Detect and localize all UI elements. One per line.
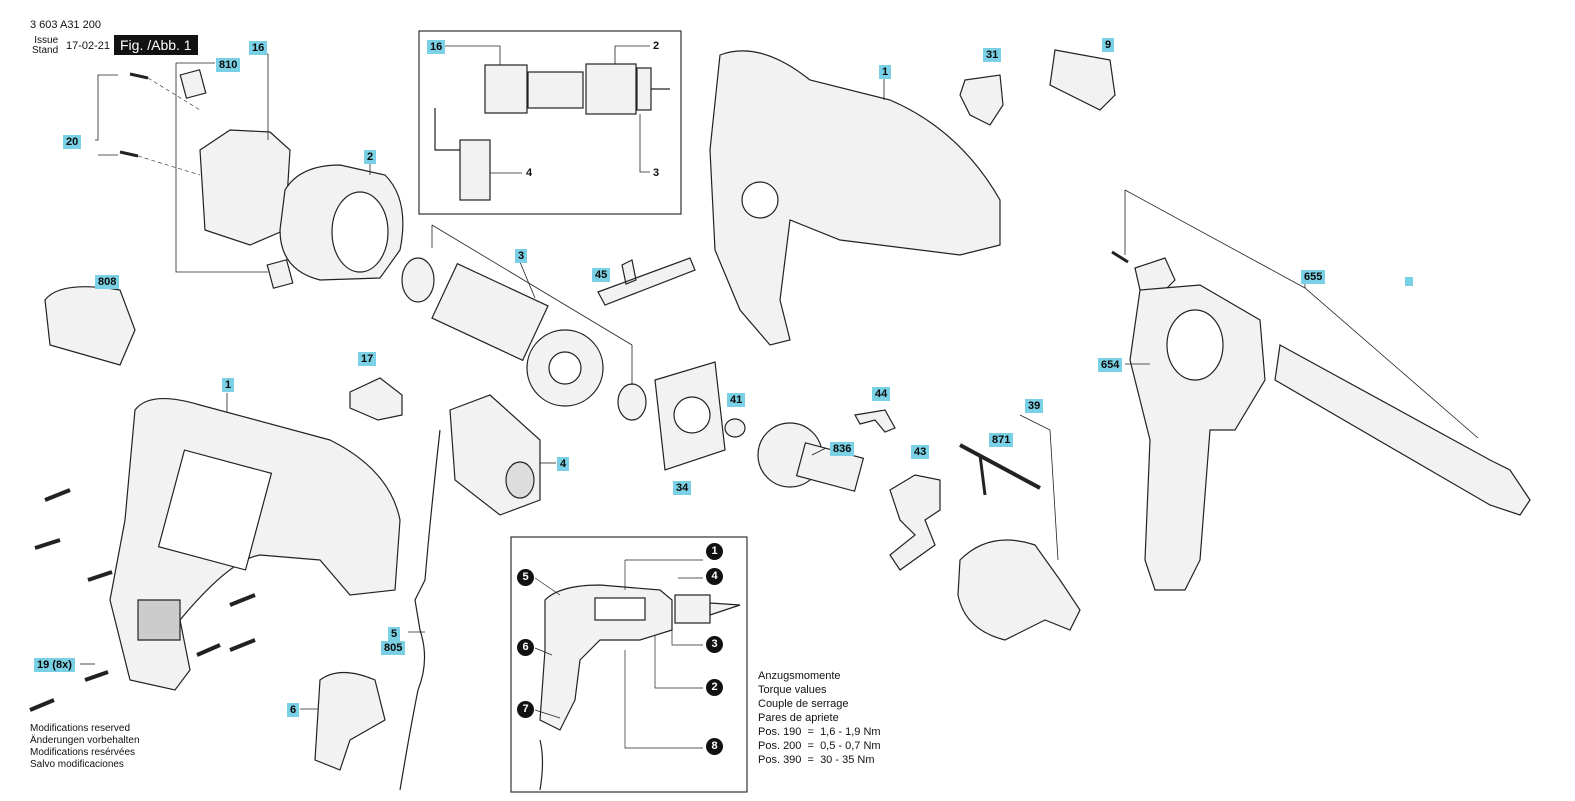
callout-31: 31 <box>983 48 1002 62</box>
gear-836 <box>757 422 865 492</box>
callout-16: 16 <box>249 41 268 55</box>
note-fr: Modifications resérvées <box>30 747 136 758</box>
legend-drill-illustration <box>534 559 741 791</box>
chuck-key-871 <box>959 443 1041 496</box>
highlight-marker <box>1405 277 1413 286</box>
note-es: Salvo modificaciones <box>30 759 124 770</box>
inset-callout-4: 4 <box>526 167 533 179</box>
callout-41: 41 <box>727 393 746 407</box>
part-17 <box>349 377 403 421</box>
callout-871: 871 <box>989 433 1014 447</box>
callout-5: 5 <box>388 627 401 641</box>
inset-callout-16: 16 <box>427 40 446 54</box>
callout-808: 808 <box>95 275 120 289</box>
callout-44: 44 <box>872 387 891 401</box>
note-en: Modifications reserved <box>30 723 131 734</box>
housing-left-part <box>109 393 401 691</box>
callout-34: 34 <box>673 481 692 495</box>
screws-19 <box>29 488 256 712</box>
torque-heading-de: Anzugsmomente <box>758 670 841 682</box>
note-de: Änderungen vorbehalten <box>30 735 140 746</box>
motor-inset-frame <box>418 30 682 215</box>
pad-808 <box>44 286 136 366</box>
callout-19: 19 (8x) <box>34 658 75 672</box>
callout-1-right: 1 <box>879 65 892 79</box>
clip-45 <box>597 257 696 306</box>
callout-6: 6 <box>287 703 300 717</box>
legend-badge-5: 5 <box>517 569 534 586</box>
callout-1-left: 1 <box>222 378 235 392</box>
housing-right-part <box>709 50 1001 346</box>
issue-date: 17-02-21 <box>66 40 111 52</box>
callout-17: 17 <box>358 352 377 366</box>
issue-label-en: Issue <box>34 35 59 46</box>
callout-20: 20 <box>63 135 82 149</box>
inset-callout-2: 2 <box>653 40 660 52</box>
callout-3: 3 <box>515 249 528 263</box>
callout-654: 654 <box>1098 358 1123 372</box>
stator-part <box>279 158 404 281</box>
callout-805: 805 <box>381 641 406 655</box>
callout-45: 45 <box>592 268 611 282</box>
part-44 <box>854 409 896 433</box>
callout-836: 836 <box>830 442 855 456</box>
switch-part <box>449 394 556 516</box>
chuck-39 <box>957 414 1081 641</box>
modifications-note: Modifications reserved Änderungen vorbeh… <box>30 723 140 771</box>
part-41 <box>724 418 746 438</box>
callout-4: 4 <box>557 457 570 471</box>
torque-values: Anzugsmomente Torque values Couple de se… <box>758 669 881 767</box>
legend-badge-4: 4 <box>706 568 723 585</box>
torque-heading-es: Pares de apriete <box>758 712 839 724</box>
torque-heading-fr: Couple de serrage <box>758 698 849 710</box>
callout-655: 655 <box>1301 270 1326 284</box>
issue-label-de: Stand <box>32 45 59 56</box>
legend-badge-6: 6 <box>517 639 534 656</box>
legend-badge-1: 1 <box>706 543 723 560</box>
torque-pos-390: Pos. 390 = 30 - 35 Nm <box>758 754 875 766</box>
inset-callout-3: 3 <box>653 167 660 179</box>
document-number: 3 603 A31 200 <box>30 19 101 31</box>
power-cable <box>399 429 441 791</box>
torque-pos-200: Pos. 200 = 0,5 - 0,7 Nm <box>758 740 881 752</box>
legend-inset-frame <box>510 536 748 793</box>
callout-2: 2 <box>364 150 377 164</box>
brush-holder-part <box>175 53 294 289</box>
pad-9 <box>1049 49 1116 111</box>
callout-810: 810 <box>216 58 241 72</box>
part-6 <box>314 671 386 771</box>
callout-43: 43 <box>911 445 930 459</box>
torque-heading-en: Torque values <box>758 684 827 696</box>
legend-badge-7: 7 <box>517 701 534 718</box>
legend-badge-3: 3 <box>706 636 723 653</box>
part-43 <box>889 474 941 571</box>
callout-9: 9 <box>1102 38 1115 52</box>
issue-label: Issue Stand <box>32 36 58 56</box>
inset-motor-assembly <box>434 45 670 201</box>
part-31 <box>959 74 1004 126</box>
figure-label: Fig. /Abb. 1 <box>114 35 198 55</box>
legend-badge-2: 2 <box>706 679 723 696</box>
screws-20 <box>95 72 201 176</box>
armature-part <box>401 224 647 421</box>
callout-39: 39 <box>1025 399 1044 413</box>
torque-pos-190: Pos. 190 = 1,6 - 1,9 Nm <box>758 726 881 738</box>
aux-handle-655 <box>1111 189 1531 591</box>
legend-badge-8: 8 <box>706 738 723 755</box>
